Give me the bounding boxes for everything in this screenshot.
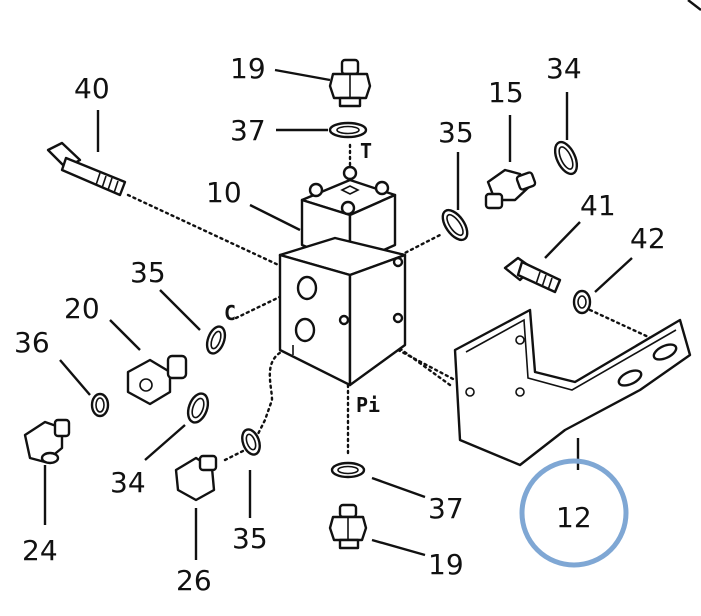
part-37-bottom-o-ring-inner: [337, 465, 359, 475]
part-37-top-o-ring-inner: [336, 125, 360, 135]
callout-41: 41: [580, 189, 616, 222]
part-15-fitting: [484, 168, 537, 210]
callout-34-left: 34: [110, 466, 146, 499]
assembly-dotted-lines: [126, 143, 657, 462]
callout-37-top: 37: [230, 114, 266, 147]
part-35-right-o-ring-inner: [446, 213, 464, 237]
highlight-circle-12: [519, 458, 629, 568]
part-36-o-ring: [90, 392, 110, 418]
callout-20: 20: [64, 292, 100, 325]
part-34-right-o-ring-inner: [558, 146, 574, 170]
part-19-top-fitting: [328, 58, 372, 108]
callout-24: 24: [22, 534, 58, 567]
part-35-bottom-o-ring-inner: [245, 433, 257, 451]
part-41-bolt: [503, 256, 562, 294]
callout-36: 36: [14, 326, 50, 359]
callout-35-right: 35: [438, 116, 474, 149]
callout-15: 15: [488, 76, 524, 109]
port-label-t: T: [360, 139, 372, 163]
part-42-washer: [572, 289, 592, 315]
part-35-right-o-ring: [441, 208, 469, 242]
part-40-bolt: [46, 141, 127, 197]
callout-26: 26: [176, 564, 212, 597]
callout-10: 10: [206, 176, 242, 209]
part-19-bottom-fitting: [328, 503, 368, 550]
callout-42: 42: [630, 222, 666, 255]
part-10-valve-block: [278, 165, 407, 387]
part-37-bottom-o-ring: [330, 461, 366, 479]
part-34-left-o-ring-inner: [191, 397, 205, 419]
callout-35-left: 35: [130, 256, 166, 289]
callout-40: 40: [74, 72, 110, 105]
part-35-left-o-ring-inner: [210, 330, 222, 350]
part-36-o-ring-inner: [95, 397, 105, 413]
part-26-plug: [174, 454, 218, 502]
callout-19-top: 19: [230, 52, 266, 85]
part-42-washer-hole: [577, 295, 587, 309]
part-12-bracket: [453, 308, 692, 467]
part-24-elbow: [23, 418, 71, 465]
part-37-top-o-ring: [328, 121, 368, 139]
part-34-right-o-ring: [553, 140, 579, 176]
callout-35-bottom: 35: [232, 522, 268, 555]
part-20-fitting: [126, 354, 188, 406]
frame-corner-mark: [687, 0, 701, 11]
part-34-left-o-ring: [186, 392, 210, 424]
leader-lines: [43, 68, 633, 560]
port-label-pi: Pi: [356, 393, 380, 417]
callout-34-right: 34: [546, 52, 582, 85]
callout-12: 12: [556, 501, 592, 534]
callout-19-bottom: 19: [428, 548, 464, 581]
port-label-c: C: [224, 301, 236, 325]
part-35-left-o-ring: [205, 325, 227, 355]
callout-37-bottom: 37: [428, 492, 464, 525]
